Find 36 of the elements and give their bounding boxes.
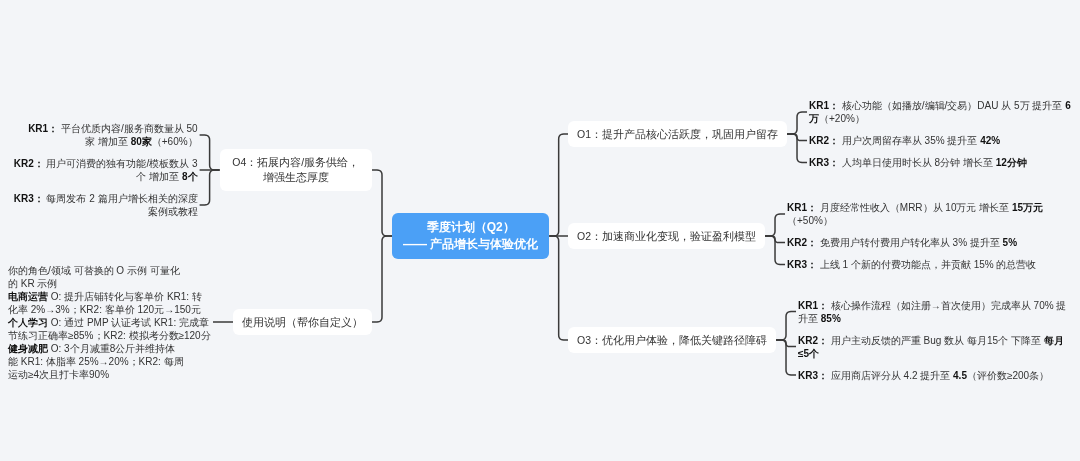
objective-box (568, 120, 787, 148)
connector-line (786, 133, 808, 164)
key-result-text: KR1： 月度经常性收入（MRR）从 10万元 增长至 15万元（+50%） (785, 201, 1074, 227)
central-topic-box (392, 213, 550, 259)
objective-text: O1：提升产品核心活跃度，巩固用户留存 (577, 126, 778, 142)
objective-text: O3：优化用户体验，降低关键路径障碍 (577, 332, 767, 348)
connector-line (548, 235, 569, 341)
key-result-text: KR2： 用户主动反馈的严重 Bug 数从 每月15个 下降至 每月≤5个 (796, 333, 1074, 360)
notes-paragraph: 个人学习 O: 通过 PMP 认证考试 KR1: 完成章节练习正确率≥85%；KR2: 模拟考分数≥120分 (8, 315, 211, 342)
topic-box (233, 308, 372, 336)
key-result-text: KR1： 核心操作流程（如注册→首次使用）完成率从 70% 提升至 85% (796, 298, 1074, 325)
key-result-text: KR1： 平台优质内容/服务商数量从 50家 增加至 80家（+60%） (18, 122, 200, 148)
objective-text: O2：加速商业化变现，验证盈利模型 (577, 228, 756, 244)
objective-text: O4：拓展内容/服务供给，增强生态厚度 (231, 155, 361, 185)
notes-paragraph: 电商运营 O: 提升店铺转化与客单价 KR1: 转化率 2%→3%；KR2: 客单价 120元→150元 (8, 289, 203, 316)
objective-box (568, 326, 776, 354)
topic-title: 季度计划（Q2） (425, 219, 516, 236)
connector-line (775, 339, 797, 376)
key-result-text: KR3： 应用商店评分从 4.2 提升至 4.5（评价数≥200条） (796, 368, 1052, 382)
key-result-text: KR2： 用户次周留存率从 35% 提升至 42% (807, 134, 1003, 147)
key-result-text: KR3： 上线 1 个新的付费功能点，并贡献 15% 的总营收 (785, 258, 1039, 271)
connector-line (198, 169, 221, 206)
connector-line (371, 235, 393, 323)
connector-line (212, 321, 234, 323)
objective-box (568, 222, 765, 250)
key-result-text: KR3： 人均单日使用时长从 8分钟 增长至 12分钟 (807, 156, 1029, 169)
notes-paragraph: 你的角色/领域 可替换的 O 示例 可量化的 KR 示例 (8, 263, 181, 290)
key-result-text: KR1： 核心功能（如播放/编辑/交易）DAU 从 5万 提升至 6万（+20%） (807, 99, 1074, 125)
connector-line (764, 235, 786, 266)
objective-box (219, 149, 372, 191)
key-result-text: KR3： 每周发布 2 篇用户增长相关的深度案例或教程 (6, 192, 200, 218)
notes-paragraph: 健身减肥 O: 3个月减重8公斤并维持体能 KR1: 体脂率 25%→20%；KR2: 每周运动≥4次且打卡率90% (8, 341, 185, 381)
topic-text: 使用说明（帮你自定义） (242, 314, 363, 330)
key-result-text: KR2： 免费用户转付费用户转化率从 3% 提升至 5% (785, 236, 1020, 249)
topic-subtitle: —— 产品增长与体验优化 (403, 236, 539, 253)
key-result-text: KR2： 用户可消费的独有功能/模板数从 3个 增加至 8个 (6, 157, 200, 183)
